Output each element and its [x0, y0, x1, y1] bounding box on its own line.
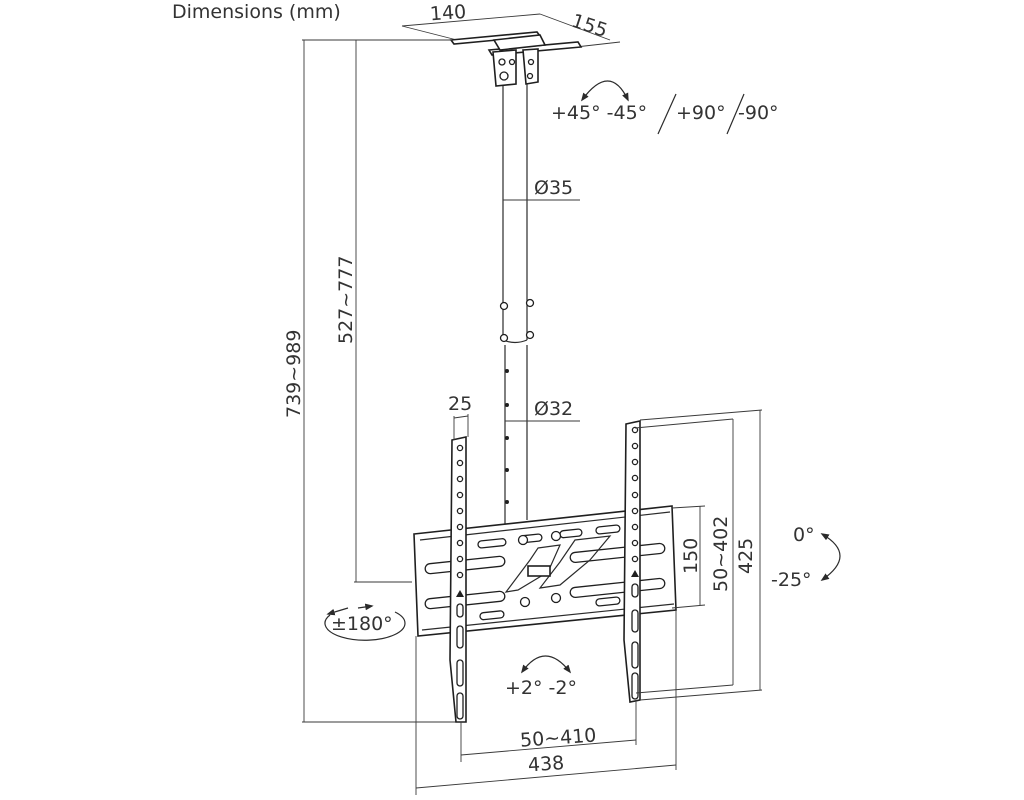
- ceiling-plate-width-label: 140: [429, 1, 467, 25]
- level-adjust-label: +2° -2°: [505, 677, 577, 699]
- plate-height-label: 150: [680, 538, 702, 574]
- tv-arm-right: [623, 420, 641, 703]
- tilt-arrow-icon: [820, 533, 841, 581]
- arm-width-label: 25: [448, 393, 472, 415]
- pole-lower-diameter-label: Ø32: [534, 398, 573, 420]
- swivel-180-ellipse-icon: [324, 611, 406, 641]
- level-adjust-arrow-icon: [521, 655, 572, 674]
- rotate-plus-90-label: +90°: [676, 102, 726, 124]
- dim-line-140: [401, 13, 541, 27]
- pole: [499, 84, 535, 525]
- rotate-90-slash-a: [657, 93, 677, 135]
- dim-line-vesa-horizontal: [460, 739, 637, 756]
- overall-height-label: 739~989: [283, 330, 305, 418]
- tilt-bottom-label: -25°: [771, 569, 812, 591]
- vesa-horizontal-label: 50~410: [519, 724, 597, 751]
- rotate-minus-90-label: -90°: [738, 102, 779, 124]
- rotate-90-slash-b: [726, 93, 745, 135]
- ceiling-plate-depth-label: 155: [569, 10, 610, 42]
- swivel-45-label: +45° -45°: [551, 102, 647, 124]
- vesa-vertical-label: 50~402: [710, 516, 732, 592]
- pole-upper-diameter-label: Ø35: [534, 177, 573, 199]
- drawing-title: Dimensions (mm): [172, 1, 341, 23]
- pivot-bracket-right: [522, 48, 539, 85]
- tilt-top-label: 0°: [793, 524, 815, 546]
- swivel-180-label: ±180°: [331, 613, 393, 635]
- arm-length-label: 425: [735, 538, 757, 574]
- dim-line-155: [539, 13, 611, 41]
- pivot-bracket-left: [492, 49, 517, 87]
- ceiling-plate: [401, 13, 621, 87]
- overall-width-label: 438: [527, 752, 565, 776]
- tv-arm-left: [449, 436, 467, 723]
- dim-line-overall-width: [415, 764, 677, 789]
- swivel-45-arrow-icon: [581, 80, 629, 102]
- pole-length-label: 527~777: [335, 256, 357, 344]
